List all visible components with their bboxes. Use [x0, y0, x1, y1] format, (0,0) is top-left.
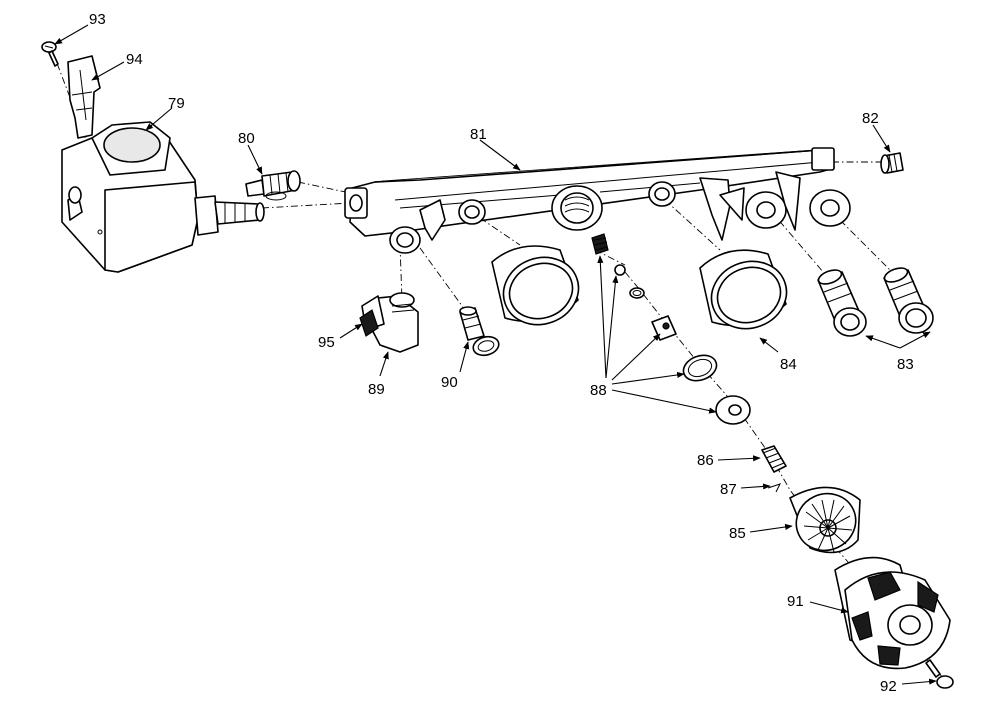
plug-part-82 — [880, 152, 904, 174]
large-oring-part-88 — [682, 354, 718, 382]
callout-79: 79 — [168, 95, 185, 112]
pump-housing-part-79 — [61, 121, 265, 273]
screw-part-93 — [41, 41, 59, 67]
callout-87: 87 — [720, 481, 737, 498]
pin-part-87 — [767, 483, 781, 493]
callout-89: 89 — [368, 381, 385, 398]
clip-part-95 — [359, 309, 379, 337]
coupler-part-83-left — [817, 269, 867, 337]
callout-94: 94 — [126, 51, 143, 68]
leader-lines — [54, 24, 937, 685]
spring-part-86 — [761, 445, 787, 473]
callout-82: 82 — [862, 110, 879, 127]
callout-90: 90 — [441, 374, 458, 391]
callout-93: 93 — [89, 11, 106, 28]
callout-83: 83 — [897, 356, 914, 373]
gauge-cup-part-84-left — [491, 245, 580, 326]
valve-part-90 — [459, 306, 500, 357]
callout-85: 85 — [729, 525, 746, 542]
gauge-cup-part-84-right — [699, 249, 788, 330]
bracket-part-94 — [67, 55, 101, 139]
small-oring-part-88 — [629, 287, 645, 299]
callout-labels: 93 94 79 80 81 82 83 84 85 86 87 88 89 9… — [89, 11, 914, 695]
manifold-part-81 — [344, 147, 851, 254]
callout-92: 92 — [880, 678, 897, 695]
assembly-lines — [51, 49, 946, 681]
callout-84: 84 — [780, 356, 797, 373]
callout-88: 88 — [590, 382, 607, 399]
callout-86: 86 — [697, 452, 714, 469]
callout-80: 80 — [238, 130, 255, 147]
callout-95: 95 — [318, 334, 335, 351]
fitting-part-80 — [245, 170, 301, 201]
coupler-part-83-right — [883, 267, 934, 334]
spring-part-88 — [591, 233, 609, 255]
nozzle-head-part-91 — [834, 556, 951, 670]
seat-part-88 — [651, 315, 677, 341]
rotor-part-85 — [789, 486, 861, 554]
disc-part-88 — [715, 395, 751, 425]
callout-81: 81 — [470, 126, 487, 143]
callout-91: 91 — [787, 593, 804, 610]
screw-part-92 — [925, 659, 954, 689]
ball-part-88 — [614, 264, 626, 276]
